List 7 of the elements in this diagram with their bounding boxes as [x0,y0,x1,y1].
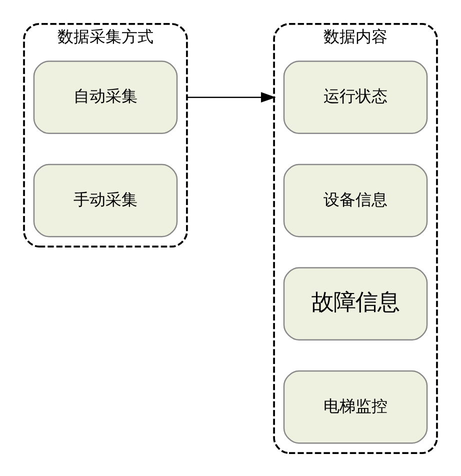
node-box: 运行状态 [283,60,428,134]
node-box: 自动采集 [33,60,178,134]
node-box: 设备信息 [283,163,428,237]
node-box: 故障信息 [283,266,428,340]
node-box: 电梯监控 [283,370,428,444]
arrow [186,92,276,102]
node-box: 手动采集 [33,163,178,237]
